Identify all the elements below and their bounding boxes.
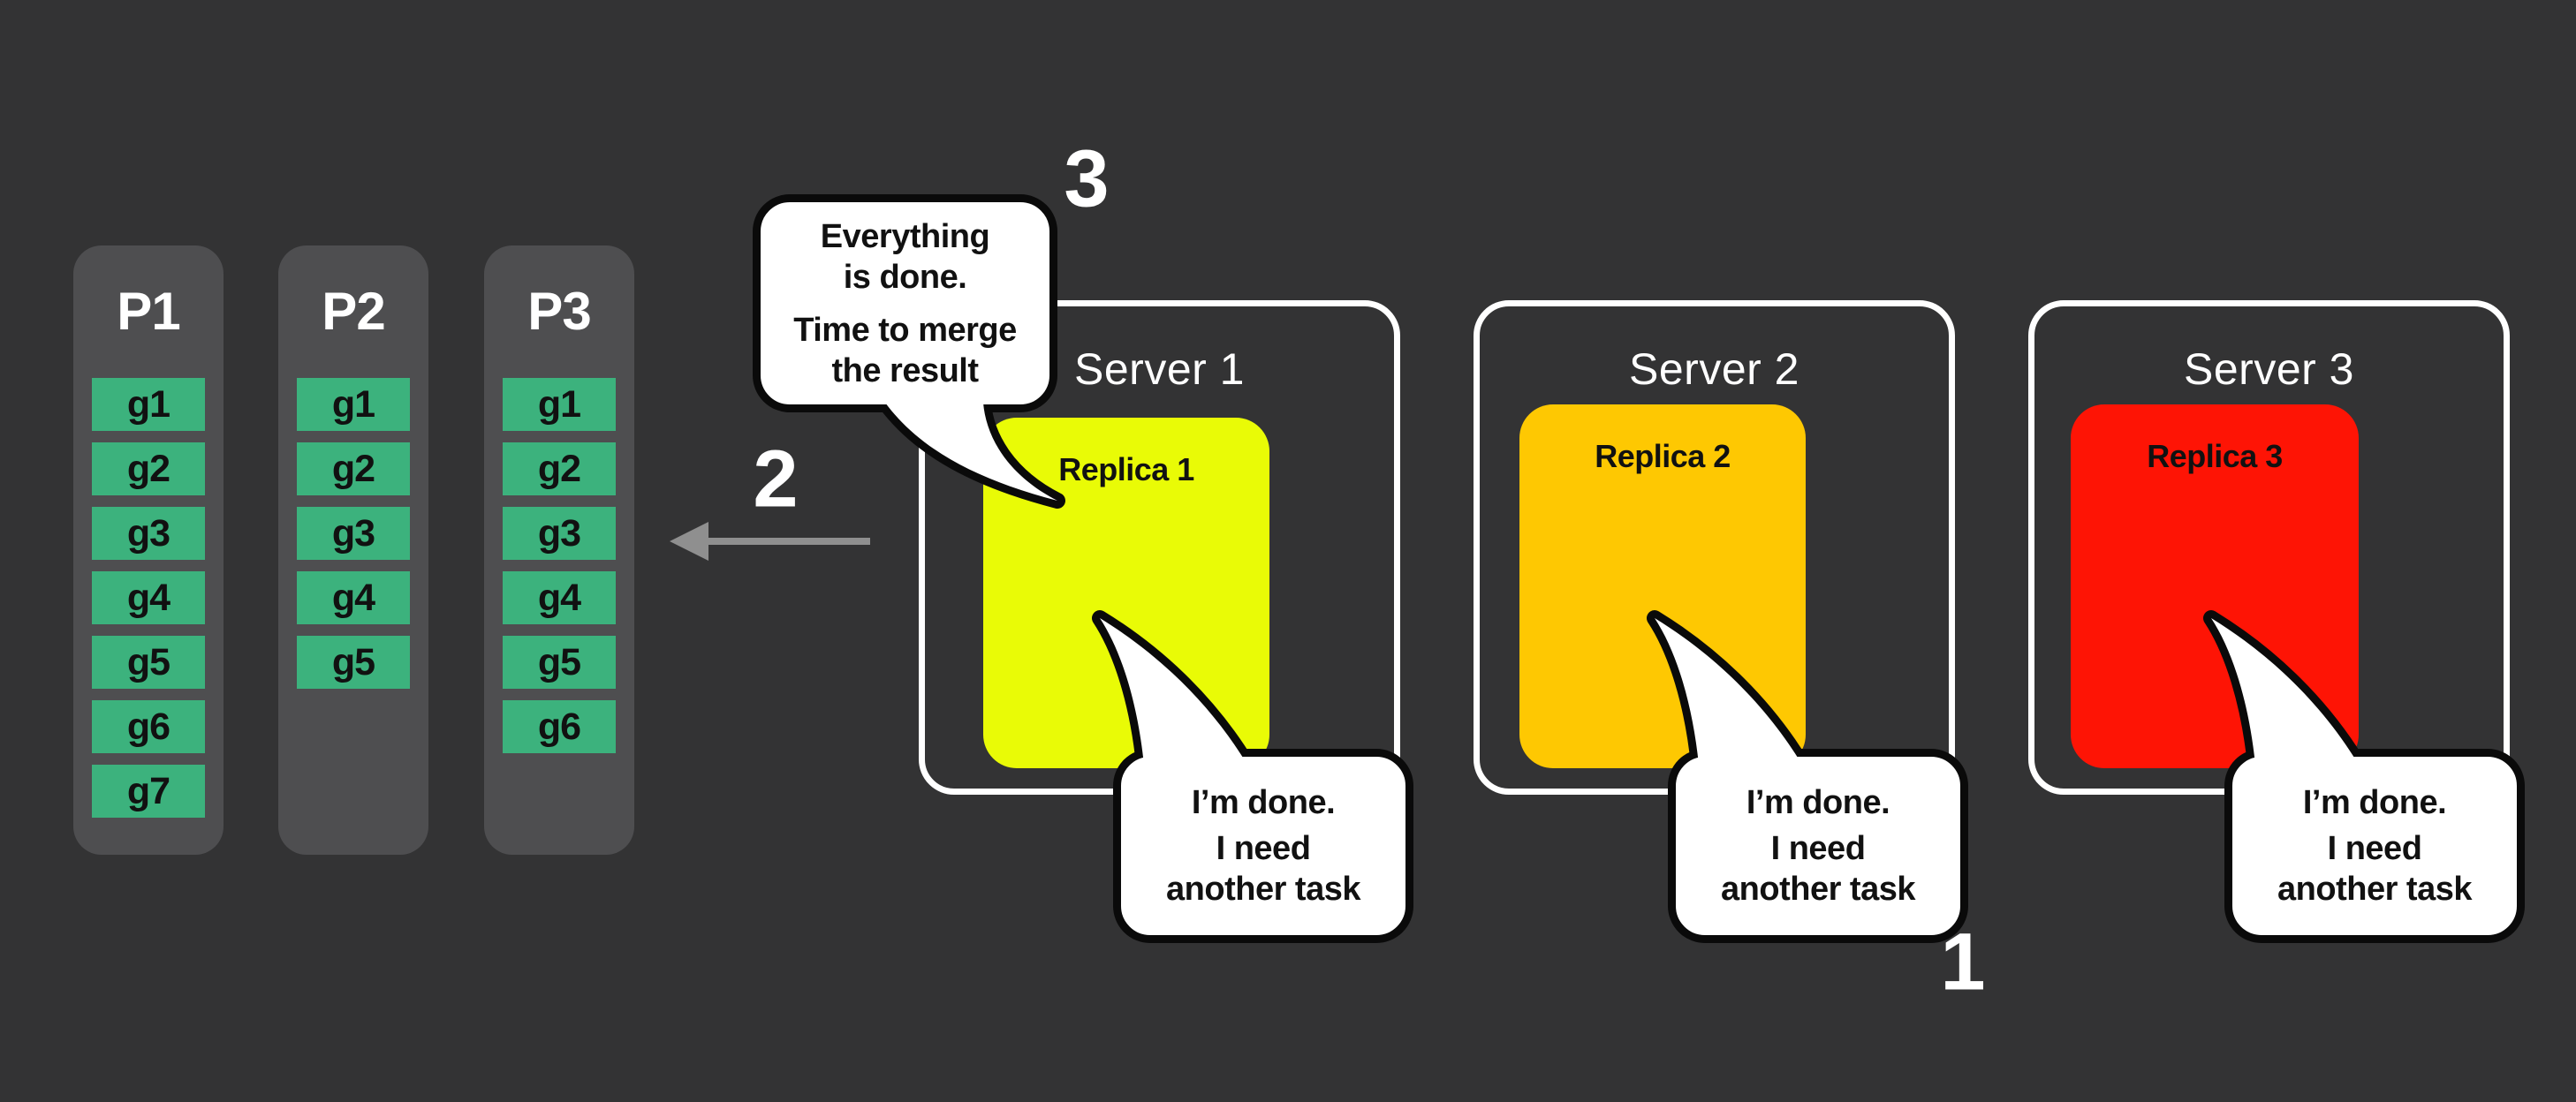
task-block: g1 [503, 378, 616, 431]
server-label: Server 3 [2184, 344, 2354, 394]
task-block: g1 [297, 378, 410, 431]
bubble-text-line: I’m done. [1191, 784, 1336, 821]
task-block: g4 [503, 571, 616, 624]
partition-task-list: g1 g2 g3 g4 g5 g6 g7 [92, 378, 205, 818]
partition-column-p3: P3 g1 g2 g3 g4 g5 g6 [484, 245, 634, 855]
task-block: g5 [503, 636, 616, 689]
task-block: g3 [92, 507, 205, 560]
partition-task-list: g1 g2 g3 g4 g5 [297, 378, 410, 689]
task-block: g4 [92, 571, 205, 624]
bubble-text-line: Time to merge [793, 311, 1017, 349]
server-label: Server 1 [1074, 344, 1245, 394]
done-speech-bubble-1: I’m done. I need another task [1060, 599, 1431, 954]
bubble-text-line: I need [2327, 830, 2422, 867]
partition-label: P3 [527, 282, 591, 341]
done-bubble-body: I’m done. I need another task [1668, 749, 1968, 943]
partition-label: P2 [322, 282, 385, 341]
done-speech-bubble-3: I’m done. I need another task [2171, 599, 2542, 954]
task-block: g4 [297, 571, 410, 624]
bubble-text-line: I need [1770, 830, 1866, 867]
bubble-text-line: is done. [843, 258, 967, 296]
task-block: g2 [92, 442, 205, 495]
replica-label: Replica 3 [2147, 438, 2283, 474]
bubble-text-line: I’m done. [1746, 784, 1890, 821]
server-label: Server 2 [1629, 344, 1799, 394]
partition-label: P1 [117, 282, 180, 341]
partition-column-p2: P2 g1 g2 g3 g4 g5 [278, 245, 428, 855]
done-bubble-body: I’m done. I need another task [1113, 749, 1413, 943]
task-block: g6 [503, 700, 616, 753]
task-block: g3 [297, 507, 410, 560]
task-block: g2 [503, 442, 616, 495]
bubble-text-line: Everything [820, 217, 990, 255]
task-block: g6 [92, 700, 205, 753]
bubble-text-line: I’m done. [2302, 784, 2447, 821]
bubble-text-line: another task [2277, 871, 2472, 908]
server-box-1: Server 1 [919, 300, 1400, 795]
step-2-label: 2 [753, 434, 799, 525]
task-block: g5 [297, 636, 410, 689]
task-block: g3 [503, 507, 616, 560]
replica-label: Replica 1 [1058, 451, 1194, 487]
replica-label: Replica 2 [1595, 438, 1731, 474]
task-block: g5 [92, 636, 205, 689]
step-3-label: 3 [1064, 133, 1110, 224]
task-block: g2 [297, 442, 410, 495]
done-bubble-body: I’m done. I need another task [2224, 749, 2525, 943]
partition-task-list: g1 g2 g3 g4 g5 g6 [503, 378, 616, 753]
partition-column-p1: P1 g1 g2 g3 g4 g5 g6 g7 [73, 245, 224, 855]
bubble-text-line: the result [831, 351, 979, 389]
done-speech-bubble-2: I’m done. I need another task [1615, 599, 1986, 954]
bubble-text-line: another task [1166, 871, 1360, 908]
task-block: g7 [92, 765, 205, 818]
task-block: g1 [92, 378, 205, 431]
bubble-text-line: I need [1216, 830, 1311, 867]
bubble-text-line: another task [1721, 871, 1915, 908]
merge-left-arrow-icon [670, 522, 870, 561]
